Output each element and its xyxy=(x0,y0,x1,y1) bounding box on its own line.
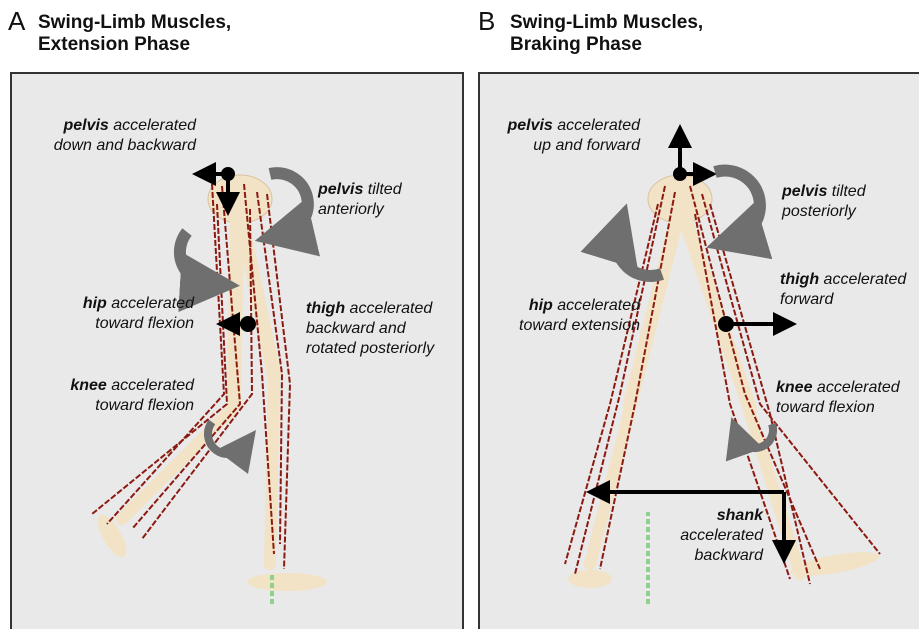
swing-thigh-bone xyxy=(234,219,237,404)
annotation-b-knee: knee accelerated toward flexion xyxy=(776,378,900,418)
panel-b-title-line1: Swing-Limb Muscles, xyxy=(510,12,703,34)
pelvis-tilt-rotation-arrow xyxy=(270,173,308,234)
annotation-b-pelvis-accelerated: pelvis accelerated up and forward xyxy=(507,116,640,156)
annotation-a-pelvis-accelerated: pelvis accelerated down and backward xyxy=(54,116,196,156)
annotation-a-pelvis-tilted: pelvis tilted anteriorly xyxy=(318,180,402,220)
annotation-a-thigh: thigh accelerated backward and rotated p… xyxy=(306,299,434,359)
swing-thigh-bone xyxy=(685,219,750,409)
annotation-b-hip: hip accelerated toward extension xyxy=(519,296,640,336)
annotation-a-hip: hip accelerated toward flexion xyxy=(83,294,194,334)
stance-foot-bone xyxy=(247,573,327,591)
panel-b-letter: B xyxy=(478,8,495,34)
panel-a-title-line2: Extension Phase xyxy=(38,34,231,56)
annotation-a-knee: knee accelerated toward flexion xyxy=(70,376,194,416)
swing-shank-bone xyxy=(122,409,232,519)
pelvis-tilt-rotation-arrow xyxy=(715,171,760,239)
panel-a-letter: A xyxy=(8,8,25,34)
panel-a-title: Swing-Limb Muscles, Extension Phase xyxy=(38,12,231,56)
panel-a-title-line1: Swing-Limb Muscles, xyxy=(38,12,231,34)
hip-rotation-arrow xyxy=(616,232,662,276)
pelvis-acceleration-arrows xyxy=(675,136,705,179)
panel-b-frame: pelvis accelerated up and forward pelvis… xyxy=(478,72,919,629)
hip-rotation-arrow xyxy=(180,232,210,284)
annotation-b-shank: shank accelerated backward xyxy=(680,506,763,566)
annotation-b-pelvis-tilted: pelvis tilted posteriorly xyxy=(782,182,866,222)
annotation-b-thigh: thigh accelerated forward xyxy=(780,270,906,310)
thigh-acceleration-arrow xyxy=(720,318,785,330)
panel-a-frame: pelvis accelerated down and backward pel… xyxy=(10,72,464,629)
stance-thigh-bone xyxy=(240,214,274,374)
panel-b-title: Swing-Limb Muscles, Braking Phase xyxy=(510,12,703,56)
panel-b-title-line2: Braking Phase xyxy=(510,34,703,56)
